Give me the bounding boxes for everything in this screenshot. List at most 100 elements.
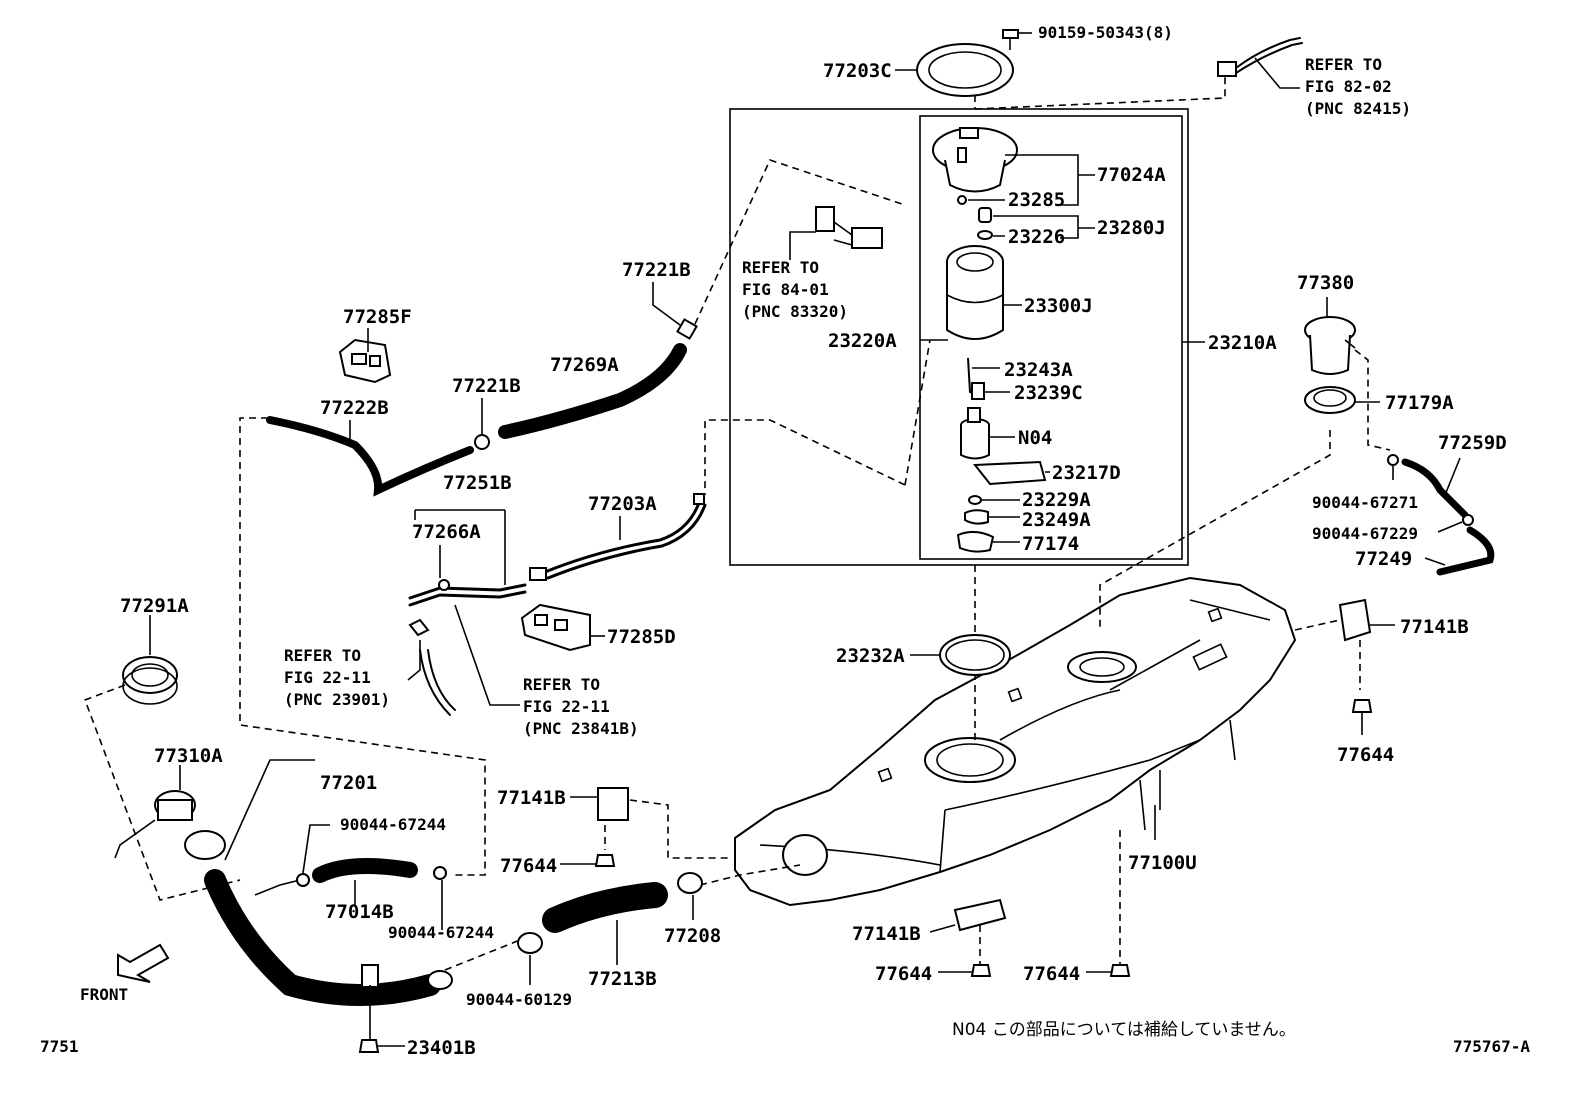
dash-breather-to-outer bbox=[689, 159, 906, 336]
clamp-90044-67229 bbox=[1462, 514, 1474, 526]
ref-22a-line3: (PNC 23901) bbox=[284, 690, 390, 709]
label-77251B: 77251B bbox=[443, 472, 512, 494]
clamp-77266A bbox=[438, 579, 450, 591]
cap-77310A bbox=[114, 790, 196, 859]
ref-84-line3: (PNC 83320) bbox=[742, 302, 848, 321]
dash-77141B-left bbox=[629, 799, 730, 859]
sender-77380 bbox=[1304, 316, 1356, 375]
label-77174: 77174 bbox=[1022, 533, 1079, 555]
label-77644-right: 77644 bbox=[1337, 744, 1394, 766]
ref-82-line3: (PNC 82415) bbox=[1305, 99, 1411, 118]
fuel-filter-23300J bbox=[946, 245, 1004, 340]
label-77141B-left: 77141B bbox=[497, 787, 566, 809]
label-90044-67244-a: 90044-67244 bbox=[340, 815, 446, 834]
leaders-pump bbox=[920, 154, 1205, 543]
bracket-77285D bbox=[520, 603, 591, 652]
bolt-90159-50343 bbox=[1002, 29, 1019, 50]
label-77291A: 77291A bbox=[120, 595, 189, 617]
tube-77203A bbox=[543, 498, 702, 574]
bolt-77644-bottom-a bbox=[970, 964, 992, 977]
label-23229A: 23229A bbox=[1022, 489, 1091, 511]
label-77285F: 77285F bbox=[343, 306, 412, 328]
dash-pump-outer bbox=[904, 339, 931, 486]
bracket-77141B-bottom bbox=[953, 898, 1007, 932]
label-90044-60129: 90044-60129 bbox=[466, 990, 572, 1009]
tube-77251B bbox=[408, 583, 527, 600]
ref-22a-line1: REFER TO bbox=[284, 646, 361, 665]
fuel-tank bbox=[734, 576, 1297, 907]
label-77024A: 77024A bbox=[1097, 164, 1166, 186]
connector-82-02 bbox=[1217, 37, 1303, 77]
gasket-23232A bbox=[939, 634, 1011, 676]
label-23232A: 23232A bbox=[836, 645, 905, 667]
label-77203A: 77203A bbox=[588, 493, 657, 515]
dash-77141B-right bbox=[1294, 619, 1361, 690]
label-77285D: 77285D bbox=[607, 626, 676, 648]
dash-lid-to-box bbox=[974, 70, 1226, 110]
clamp-90044-67244-b bbox=[433, 866, 447, 880]
clamp-90044-60129 bbox=[517, 932, 543, 954]
label-23243A: 23243A bbox=[1004, 359, 1073, 381]
label-90044-67271: 90044-67271 bbox=[1312, 493, 1418, 512]
bracket-77174 bbox=[956, 531, 995, 553]
front-arrow-icon bbox=[117, 943, 170, 983]
label-23226: 23226 bbox=[1008, 226, 1065, 248]
ref-82-line1: REFER TO bbox=[1305, 55, 1382, 74]
hose-77249 bbox=[1436, 526, 1495, 576]
pump-assembly-outer-box bbox=[729, 108, 1189, 566]
label-77269A: 77269A bbox=[550, 354, 619, 376]
label-90044-67229: 90044-67229 bbox=[1312, 524, 1418, 543]
label-77644-bottom-b: 77644 bbox=[1023, 963, 1080, 985]
label-77201: 77201 bbox=[320, 772, 377, 794]
figure-code: 7751 bbox=[40, 1037, 79, 1056]
bolt-77644-left bbox=[594, 854, 616, 867]
label-77014B: 77014B bbox=[325, 901, 394, 923]
label-23217D: 23217D bbox=[1052, 462, 1121, 484]
ref-82-line2: FIG 82-02 bbox=[1305, 77, 1392, 96]
clamp-77221B-top bbox=[676, 318, 698, 340]
bracket-77141B-left bbox=[597, 787, 629, 821]
ref-84-line1: REFER TO bbox=[742, 258, 819, 277]
clamp-90044-67271 bbox=[1387, 454, 1399, 466]
label-77222B: 77222B bbox=[320, 397, 389, 419]
clamp-77221B-mid bbox=[474, 434, 490, 450]
pump-assembly-inner-box bbox=[919, 115, 1183, 560]
pump-lid-77024A bbox=[932, 127, 1018, 193]
dash-box-to-pump bbox=[704, 419, 906, 495]
label-23210A: 23210A bbox=[1208, 332, 1277, 354]
bracket-77285F bbox=[338, 338, 392, 384]
label-77249: 77249 bbox=[1355, 548, 1412, 570]
label-77141B-bottom: 77141B bbox=[852, 923, 921, 945]
bracket-77141B-right bbox=[1338, 598, 1372, 642]
clip-23249A bbox=[964, 509, 989, 525]
spring-23239C bbox=[971, 382, 985, 400]
bolt-77644-bottom-b bbox=[1109, 964, 1131, 977]
connector-84-01 bbox=[815, 206, 883, 249]
label-90044-67244-b: 90044-67244 bbox=[388, 923, 494, 942]
dash-77291A bbox=[83, 684, 241, 901]
label-77644-left: 77644 bbox=[500, 855, 557, 877]
label-23401B: 23401B bbox=[407, 1037, 476, 1059]
hose-77222B bbox=[266, 416, 474, 497]
label-77141B-right: 77141B bbox=[1400, 616, 1469, 638]
ref-84-line2: FIG 84-01 bbox=[742, 280, 829, 299]
label-77203C: 77203C bbox=[823, 60, 892, 82]
dash-77380 bbox=[1099, 430, 1331, 630]
filter-23217D bbox=[973, 460, 1047, 486]
label-77179A: 77179A bbox=[1385, 392, 1454, 414]
drawing-number: 775767-A bbox=[1453, 1037, 1530, 1056]
o-ring-23285 bbox=[957, 195, 967, 205]
label-77644-bottom-a: 77644 bbox=[875, 963, 932, 985]
label-23300J: 23300J bbox=[1024, 295, 1093, 317]
front-label: FRONT bbox=[80, 985, 128, 1004]
footnote: N04 この部品については補給していません。 bbox=[952, 1020, 1296, 1040]
ref-22b-line3: (PNC 23841B) bbox=[523, 719, 639, 738]
hose-77259D bbox=[1401, 458, 1469, 519]
boss-23401B-mount bbox=[361, 964, 379, 988]
clip-flex bbox=[408, 618, 430, 637]
bolt-23401B bbox=[358, 1039, 380, 1053]
label-77100U: 77100U bbox=[1128, 852, 1197, 874]
label-23249A: 23249A bbox=[1022, 509, 1091, 531]
label-23220A: 23220A bbox=[828, 330, 897, 352]
cushion-23229A bbox=[968, 495, 982, 505]
